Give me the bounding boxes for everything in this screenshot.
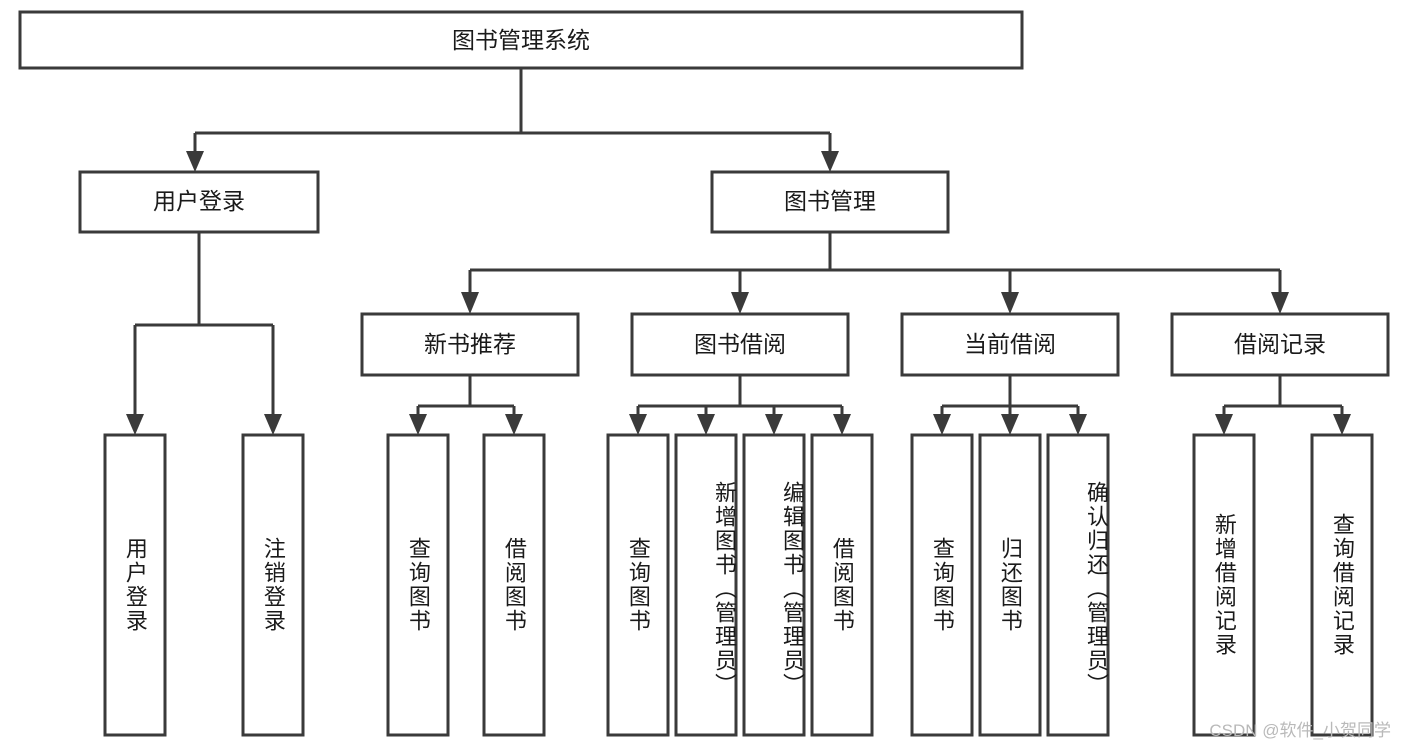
arrow-book-borrow-to-leaf-1 <box>629 414 647 435</box>
node-book-borrow[interactable] <box>630 312 850 377</box>
connector-book-borrow-bus <box>636 375 844 421</box>
node-leaf-add-record[interactable] <box>1192 433 1256 737</box>
arrow-book-manage-to-book-borrow <box>731 292 749 314</box>
arrow-root-to-user-login <box>186 151 204 172</box>
arrow-book-borrow-to-leaf-2 <box>697 414 715 435</box>
arrow-book-manage-to-new-book <box>461 292 479 314</box>
node-borrow-record-label: 借阅记录 <box>1234 331 1326 357</box>
node-root-label: 图书管理系统 <box>452 27 590 53</box>
connector-user-login-bus <box>133 232 275 421</box>
connector-root-bus <box>193 68 832 158</box>
node-leaf-borrow-book-2[interactable] <box>810 433 874 737</box>
arrow-book-manage-to-current-borrow <box>1001 292 1019 314</box>
connector-borrow-record-bus <box>1222 375 1344 421</box>
connector-layer <box>126 68 1351 435</box>
arrow-user-login-to-leaf-2 <box>264 414 282 435</box>
node-root[interactable] <box>18 10 1024 70</box>
arrow-book-borrow-to-leaf-3 <box>765 414 783 435</box>
arrow-root-to-book-manage <box>821 151 839 172</box>
node-layer: 图书管理系统 用户登录 图书管理 新书推荐 图书借阅 当前借阅 借阅记录 <box>18 10 1390 737</box>
node-leaf-return-book[interactable] <box>978 433 1042 737</box>
node-leaf-query-book-2[interactable] <box>606 433 670 737</box>
watermark-text: CSDN @软件_小贺同学 <box>1209 721 1391 740</box>
node-book-manage-label: 图书管理 <box>784 188 876 214</box>
connector-book-manage-bus <box>468 232 1282 296</box>
arrow-new-book-to-leaf-2 <box>505 414 523 435</box>
arrow-user-login-to-leaf-1 <box>126 414 144 435</box>
node-current-borrow[interactable] <box>900 312 1120 377</box>
node-user-login-label: 用户登录 <box>153 188 245 214</box>
connector-new-book-bus <box>416 375 516 421</box>
node-leaf-user-login[interactable] <box>103 433 167 737</box>
node-user-login[interactable] <box>78 170 320 234</box>
node-leaf-confirm-return[interactable] <box>1046 433 1110 737</box>
arrow-borrow-record-to-leaf-1 <box>1215 414 1233 435</box>
arrow-current-borrow-to-leaf-2 <box>1001 414 1019 435</box>
node-current-borrow-label: 当前借阅 <box>964 331 1056 357</box>
arrow-book-manage-to-borrow-record <box>1271 292 1289 314</box>
arrow-book-borrow-to-leaf-4 <box>833 414 851 435</box>
node-book-manage[interactable] <box>710 170 950 234</box>
node-leaf-borrow-book-1[interactable] <box>482 433 546 737</box>
node-leaf-logout-login[interactable] <box>241 433 305 737</box>
node-leaf-edit-book[interactable] <box>742 433 806 737</box>
connector-current-borrow-bus <box>940 375 1080 421</box>
node-leaf-query-book-3[interactable] <box>910 433 974 737</box>
arrow-current-borrow-to-leaf-1 <box>933 414 951 435</box>
node-borrow-record[interactable] <box>1170 312 1390 377</box>
node-new-book-recommend[interactable] <box>360 312 580 377</box>
node-leaf-query-record[interactable] <box>1310 433 1374 737</box>
arrow-borrow-record-to-leaf-2 <box>1333 414 1351 435</box>
arrow-current-borrow-to-leaf-3 <box>1069 414 1087 435</box>
node-new-book-recommend-label: 新书推荐 <box>424 331 516 357</box>
node-leaf-query-book-1[interactable] <box>386 433 450 737</box>
arrow-new-book-to-leaf-1 <box>409 414 427 435</box>
node-leaf-add-book[interactable] <box>674 433 738 737</box>
node-book-borrow-label: 图书借阅 <box>694 331 786 357</box>
